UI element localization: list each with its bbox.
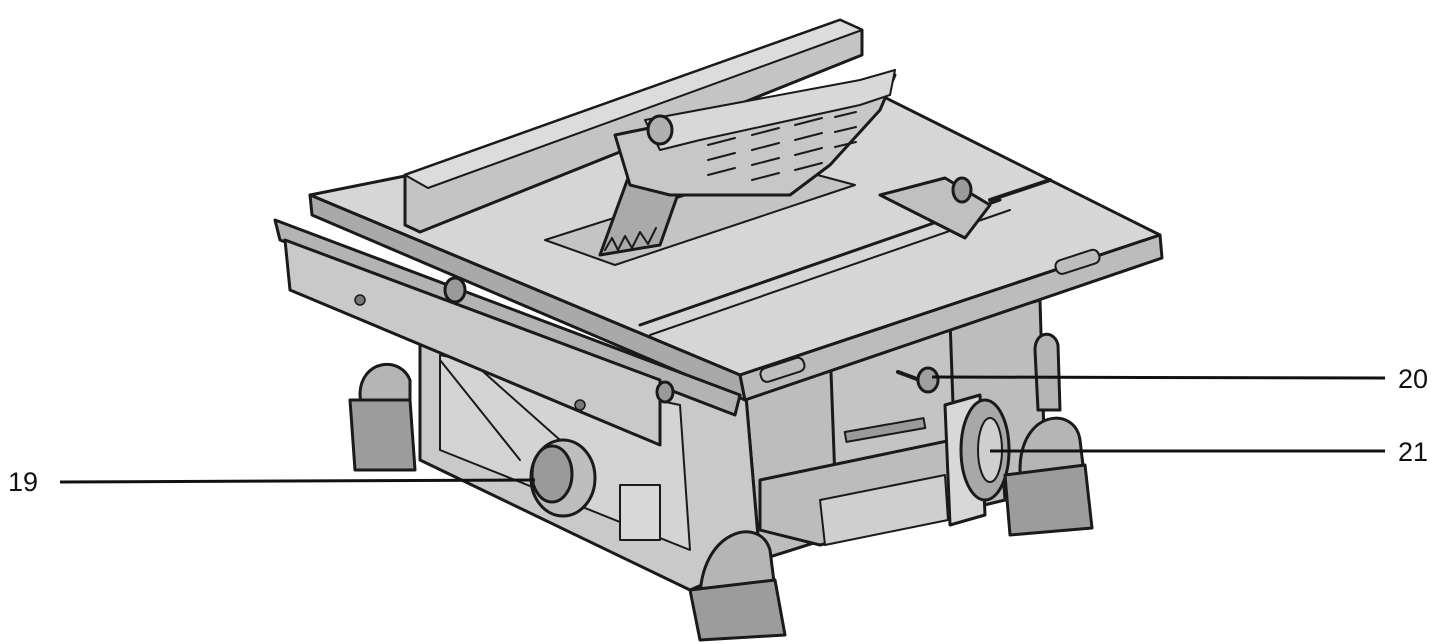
guard-pivot xyxy=(646,114,674,146)
front-rail-face xyxy=(283,238,662,447)
carry-handle xyxy=(759,356,806,383)
front-strut xyxy=(469,359,561,441)
table-top-right-edge xyxy=(738,233,1164,402)
blade-guard-side xyxy=(644,69,896,151)
base-drawer xyxy=(819,474,949,546)
callout-leader-20 xyxy=(931,375,1386,380)
foot-left-rear xyxy=(348,398,417,472)
miter-gauge-knob xyxy=(951,176,973,204)
callout-20: 20 xyxy=(931,364,1428,394)
rail-bolt xyxy=(354,294,366,306)
callout-21: 21 xyxy=(990,437,1428,467)
table-saw-illustration xyxy=(273,18,1164,642)
rail-knob xyxy=(443,276,467,304)
housing-slot xyxy=(843,417,927,443)
rail-bolt xyxy=(574,399,586,411)
foot-front-center xyxy=(688,578,787,642)
front-strut xyxy=(439,359,521,461)
foot-right-front xyxy=(1003,463,1094,537)
guard-vent-slots xyxy=(707,111,857,181)
blade-teeth xyxy=(604,227,657,251)
callout-leader-19 xyxy=(59,478,536,484)
rip-fence-top xyxy=(404,19,863,189)
miter-gauge-bar xyxy=(988,178,1052,202)
leg-right-rear xyxy=(1033,332,1062,412)
callout-label-19: 19 xyxy=(8,467,38,497)
adjust-knob xyxy=(530,444,574,504)
callout-label-21: 21 xyxy=(1398,437,1428,467)
label-plate xyxy=(619,484,661,541)
callout-19: 19 xyxy=(8,467,536,497)
callout-label-20: 20 xyxy=(1398,364,1428,394)
rail-knob xyxy=(655,380,675,404)
carry-handle xyxy=(1054,248,1101,275)
bevel-lock-knob xyxy=(916,366,940,394)
